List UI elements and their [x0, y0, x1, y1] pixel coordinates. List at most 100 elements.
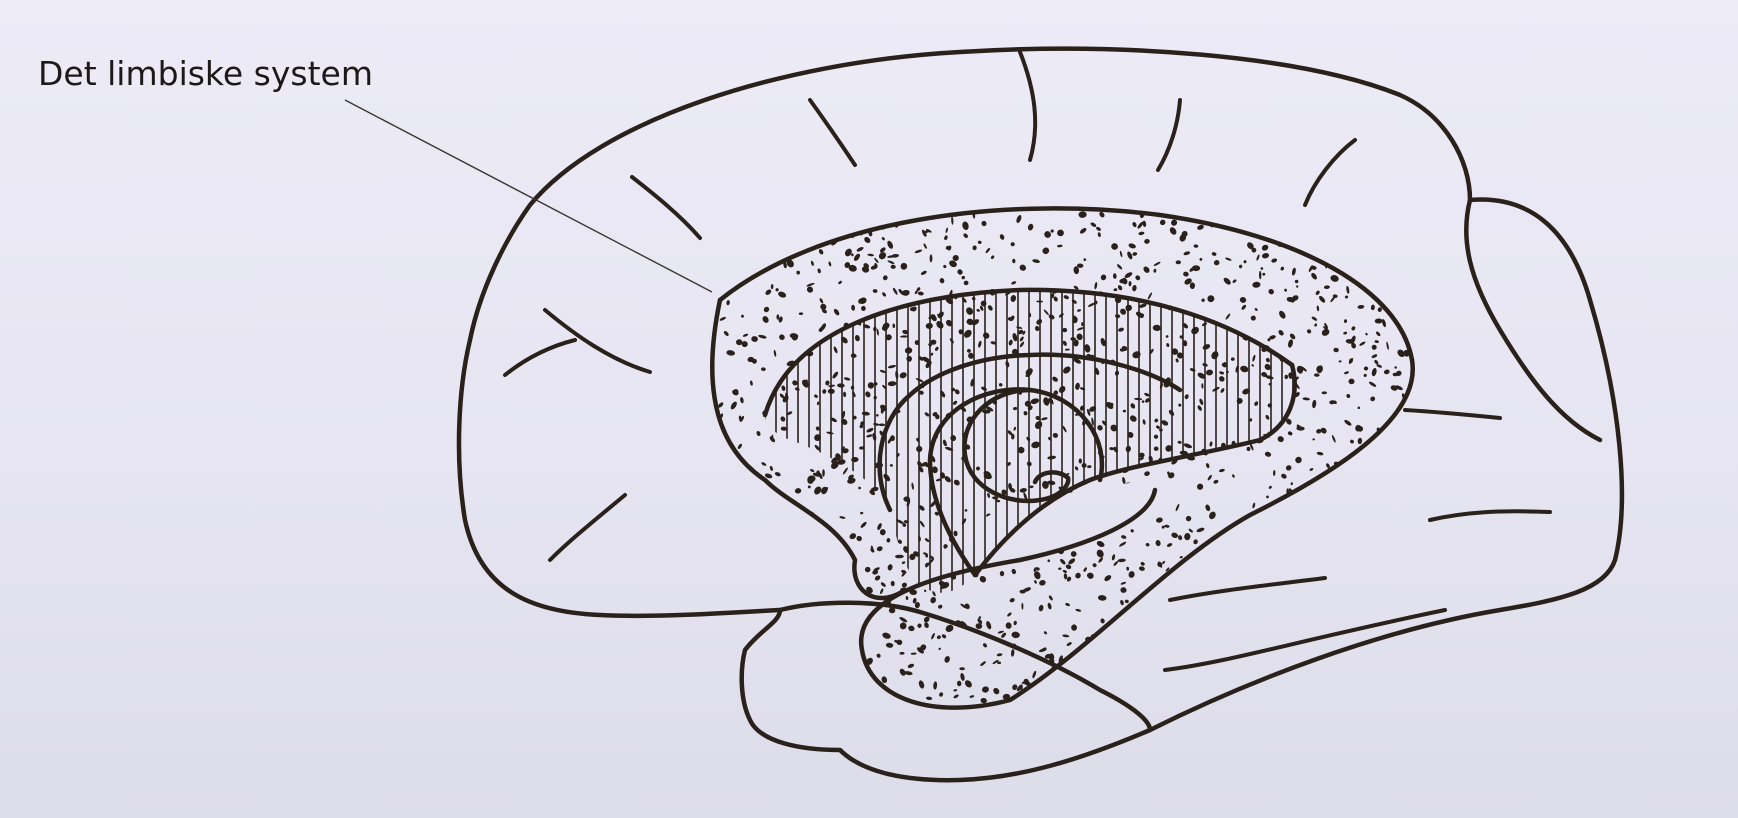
- speckle: [1048, 188, 1055, 196]
- speckle: [764, 544, 771, 551]
- speckle: [1336, 497, 1344, 505]
- speckle: [1231, 539, 1237, 545]
- speckle: [1124, 187, 1133, 195]
- speckle: [854, 334, 860, 341]
- speckle: [1315, 521, 1323, 527]
- speckle: [1193, 539, 1199, 545]
- speckle: [1321, 685, 1328, 692]
- speckle: [726, 350, 735, 357]
- speckle: [1346, 466, 1352, 473]
- speckle: [819, 298, 824, 304]
- speckle: [1199, 645, 1204, 649]
- speckle: [739, 245, 746, 253]
- speckle: [693, 519, 698, 528]
- speckle: [704, 433, 712, 441]
- speckle: [1346, 267, 1351, 273]
- speckle: [1039, 579, 1047, 586]
- speckle: [1206, 693, 1211, 700]
- speckle: [694, 681, 699, 686]
- speckle: [1280, 473, 1287, 480]
- speckle: [1094, 282, 1098, 290]
- speckle: [1296, 285, 1299, 288]
- speckle: [924, 537, 930, 542]
- speckle: [887, 564, 893, 571]
- speckle: [775, 288, 779, 292]
- speckle: [826, 638, 832, 643]
- speckle: [1330, 588, 1337, 596]
- speckle: [1009, 597, 1016, 603]
- speckle: [890, 464, 894, 467]
- speckle: [1381, 596, 1391, 604]
- speckle: [1287, 431, 1293, 437]
- speckle: [906, 355, 913, 362]
- speckle: [754, 569, 762, 577]
- speckle: [1388, 244, 1394, 250]
- speckle: [1408, 581, 1415, 589]
- speckle: [1193, 244, 1198, 248]
- speckle: [799, 312, 803, 315]
- speckle: [914, 249, 922, 254]
- speckle: [730, 460, 734, 466]
- speckle: [1173, 673, 1177, 680]
- speckle: [880, 529, 886, 536]
- speckle: [1250, 315, 1256, 321]
- speckle: [744, 258, 751, 266]
- speckle: [743, 543, 747, 547]
- speckle: [905, 596, 908, 600]
- speckle: [806, 574, 812, 579]
- speckle: [1264, 451, 1272, 458]
- speckle: [730, 223, 733, 227]
- speckle: [841, 192, 849, 200]
- speckle: [1324, 285, 1330, 289]
- speckle: [1166, 542, 1173, 547]
- speckle: [738, 536, 745, 544]
- speckle: [963, 233, 969, 239]
- speckle: [693, 519, 701, 526]
- speckle: [1214, 556, 1220, 563]
- speckle: [694, 357, 700, 363]
- speckle: [862, 411, 870, 416]
- speckle: [1011, 649, 1015, 657]
- speckle: [932, 591, 937, 597]
- speckle: [719, 690, 726, 695]
- speckle: [962, 276, 966, 280]
- speckle: [1004, 554, 1009, 558]
- speckle: [1418, 249, 1422, 257]
- speckle: [1132, 252, 1137, 256]
- speckle: [891, 697, 896, 702]
- speckle: [1210, 350, 1220, 361]
- speckle: [1013, 407, 1018, 411]
- speckle: [1206, 563, 1211, 569]
- speckle: [778, 333, 786, 341]
- speckle: [1199, 257, 1203, 261]
- speckle: [1095, 226, 1101, 232]
- speckle: [938, 692, 944, 698]
- speckle: [748, 568, 756, 576]
- speckle: [1124, 271, 1134, 279]
- speckle: [1145, 643, 1151, 649]
- speckle: [778, 657, 783, 662]
- speckle: [1311, 316, 1318, 322]
- speckle: [938, 711, 943, 718]
- speckle: [1316, 715, 1323, 724]
- speckle: [1303, 606, 1311, 615]
- speckle: [1419, 236, 1425, 243]
- speckle: [771, 284, 774, 289]
- speckle: [1279, 543, 1287, 548]
- speckle: [723, 505, 730, 512]
- speckle: [1078, 527, 1085, 535]
- speckle: [1111, 687, 1115, 693]
- speckle: [1153, 325, 1162, 332]
- speckle: [814, 553, 823, 562]
- speckle: [1299, 708, 1305, 715]
- speckle: [794, 628, 798, 632]
- speckle: [1109, 447, 1114, 451]
- speckle: [1239, 296, 1247, 303]
- speckle: [1394, 366, 1397, 369]
- speckle: [1070, 715, 1075, 720]
- speckle: [1034, 580, 1038, 584]
- speckle: [1401, 281, 1409, 289]
- speckle: [1240, 547, 1247, 553]
- speckle: [953, 479, 961, 487]
- speckle: [1375, 331, 1381, 337]
